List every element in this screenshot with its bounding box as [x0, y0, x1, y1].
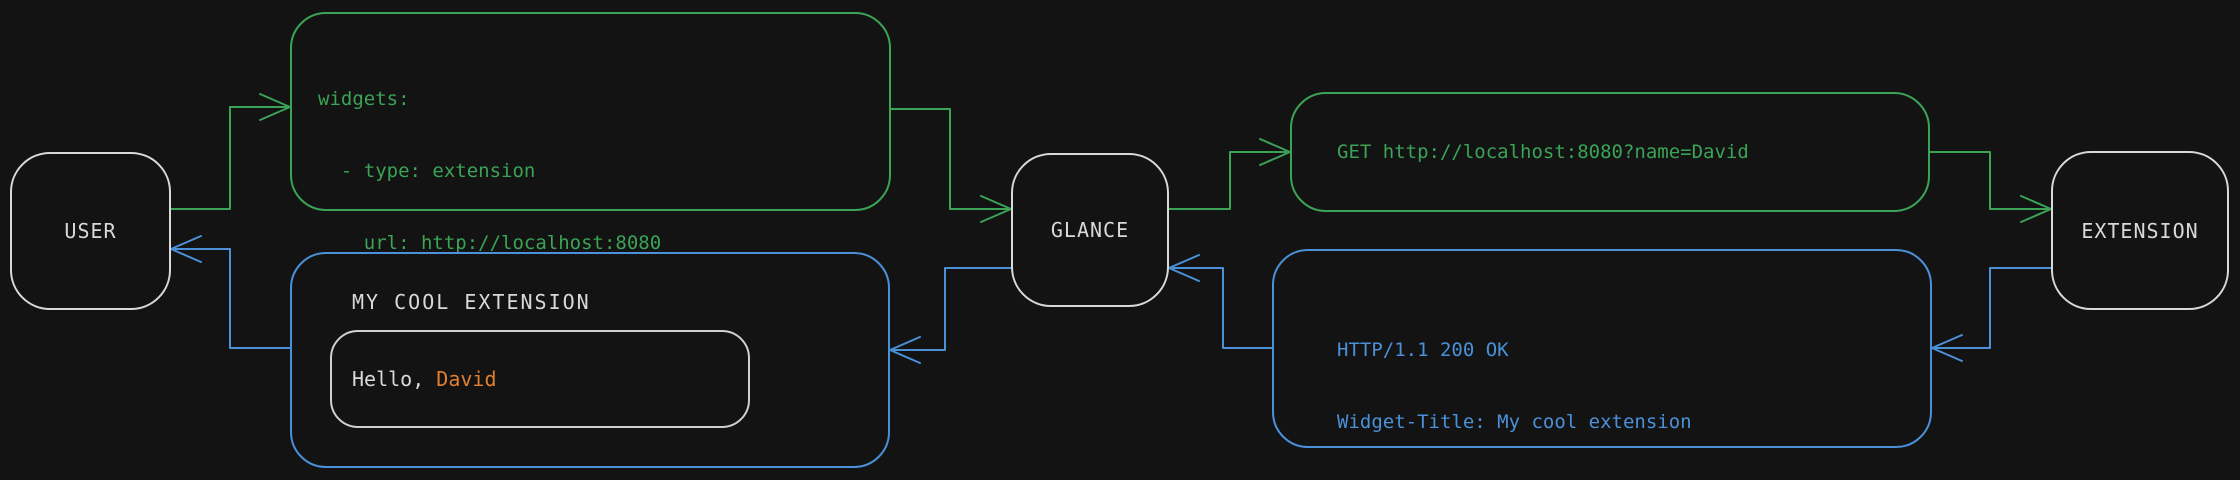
http-request-text: GET http://localhost:8080?name=David [1337, 141, 1749, 163]
node-extension: EXTENSION [2051, 151, 2229, 310]
yaml-line: url: http://localhost:8080 [318, 232, 662, 254]
arrow-response-to-glance [1168, 254, 1273, 349]
arrow-glance-to-widget [889, 267, 1012, 364]
greeting-prefix: Hello, [352, 367, 437, 391]
node-glance-label: GLANCE [1050, 218, 1130, 242]
node-user-label: USER [64, 219, 117, 243]
response-line: Widget-Title: My cool extension [1337, 411, 1692, 433]
node-user: USER [10, 152, 171, 310]
yaml-line: - type: extension [318, 160, 536, 182]
greeting-name: David [436, 367, 497, 391]
arrow-glance-to-request [1168, 138, 1291, 210]
http-response-code: HTTP/1.1 200 OK Widget-Title: My cool ex… [1337, 290, 1875, 480]
http-request-box [1290, 92, 1930, 212]
arrow-user-to-config [170, 93, 291, 210]
node-extension-label: EXTENSION [2081, 218, 2199, 243]
node-glance: GLANCE [1011, 153, 1169, 307]
response-line: HTTP/1.1 200 OK [1337, 339, 1509, 361]
widget-content-box: Hello, David [330, 330, 750, 428]
yaml-line: widgets: [318, 88, 410, 110]
arrow-widget-to-user [170, 235, 291, 349]
widget-title: MY COOL EXTENSION [352, 290, 591, 314]
http-response-box [1272, 249, 1932, 448]
arrow-request-to-extension [1929, 151, 2052, 223]
arrow-extension-to-response [1931, 267, 2052, 362]
yaml-config-box [290, 12, 891, 211]
arrow-config-to-glance [890, 108, 1012, 223]
